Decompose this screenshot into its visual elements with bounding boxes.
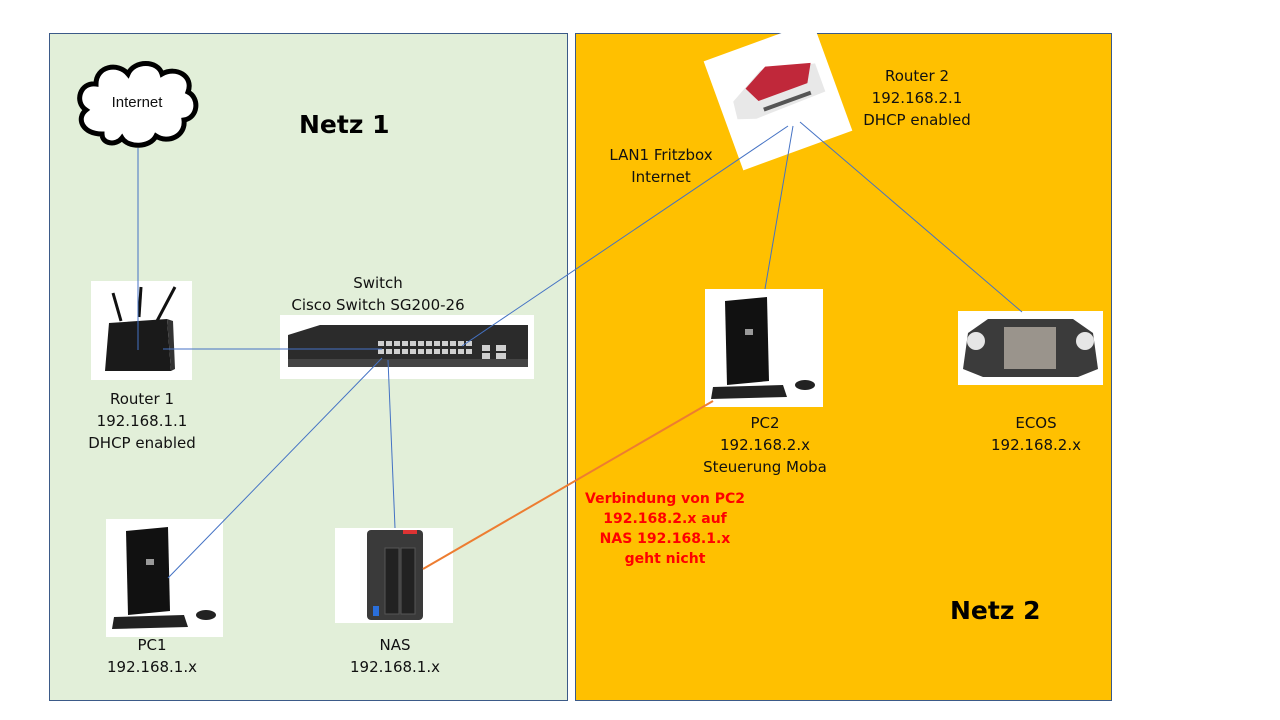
warning-line-4: geht nicht (624, 551, 706, 567)
lan1-link-line-2: Internet (631, 168, 691, 186)
pc-2-name: PC2 (750, 414, 780, 432)
pc-1-ip: 192.168.1.x (107, 658, 197, 676)
network-switch-icon (288, 325, 528, 367)
zone-title-netz-1: Netz 1 (299, 110, 390, 139)
router-2-ip: 192.168.2.1 (871, 89, 963, 107)
zone-title-netz-2: Netz 2 (950, 596, 1041, 625)
ecos-ip: 192.168.2.x (991, 436, 1081, 454)
fritzbox-router-icon (733, 62, 826, 120)
pc-1-name: PC1 (137, 636, 167, 654)
warning-line-1: Verbindung von PC2 (585, 491, 745, 507)
ecos-label: ECOS 192.168.2.x (991, 412, 1081, 456)
router-2-device[interactable] (703, 21, 853, 171)
lan1-link-label: LAN1 Fritzbox Internet (609, 144, 712, 188)
desktop-pc-icon (711, 297, 815, 399)
router-2-name: Router 2 (884, 67, 950, 85)
internet-label: Internet (111, 94, 163, 111)
router-1-label: Router 1 192.168.1.1 DHCP enabled (88, 388, 195, 454)
connection-failure-note: Verbindung von PC2 192.168.2.x auf NAS 1… (585, 489, 745, 569)
pc-2-role: Steuerung Moba (703, 458, 827, 476)
nas-device[interactable] (335, 528, 453, 623)
pc-1-device[interactable] (106, 519, 223, 637)
switch-device[interactable] (280, 315, 534, 379)
router-1-dhcp: DHCP enabled (88, 434, 196, 452)
lan1-link-line-1: LAN1 Fritzbox (609, 146, 713, 164)
warning-line-3: NAS 192.168.1.x (599, 531, 731, 547)
ecos-device[interactable] (958, 311, 1103, 385)
pc-1-label: PC1 192.168.1.x (107, 634, 197, 678)
nas-storage-icon (367, 530, 423, 620)
wifi-router-icon (105, 286, 177, 371)
nas-ip: 192.168.1.x (350, 658, 440, 676)
router-1-name: Router 1 (109, 390, 175, 408)
nas-label: NAS 192.168.1.x (350, 634, 440, 678)
router-1-device[interactable] (91, 281, 192, 380)
switch-name: Switch (353, 274, 403, 292)
router-2-dhcp: DHCP enabled (863, 111, 971, 129)
ecos-name: ECOS (1015, 414, 1057, 432)
pc-2-label: PC2 192.168.2.x Steuerung Moba (703, 412, 827, 478)
switch-label: Switch Cisco Switch SG200-26 (291, 272, 464, 316)
internet-cloud-icon[interactable] (72, 54, 202, 154)
ecos-control-station-icon (963, 319, 1098, 377)
router-1-ip: 192.168.1.1 (96, 412, 188, 430)
pc-2-device[interactable] (705, 289, 823, 407)
desktop-pc-icon (112, 527, 216, 629)
warning-line-2: 192.168.2.x auf (603, 511, 727, 527)
pc-2-ip: 192.168.2.x (719, 436, 810, 454)
switch-model: Cisco Switch SG200-26 (291, 296, 465, 314)
nas-name: NAS (379, 636, 411, 654)
router-2-label: Router 2 192.168.2.1 DHCP enabled (863, 65, 970, 131)
